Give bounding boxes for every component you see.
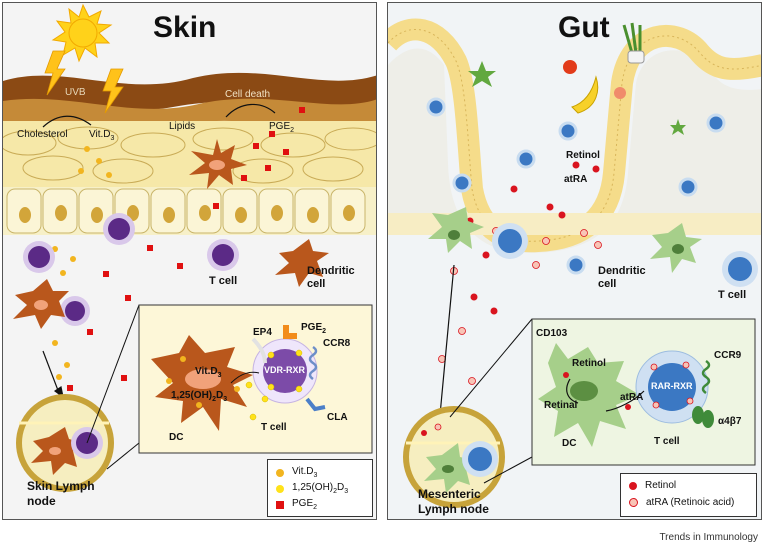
inset-calcitriol-dots [245,349,303,421]
uvb-bolt-icon [44,50,124,114]
lumen [388,48,761,253]
skin-dendritic-cells [13,239,329,329]
legend-square-icon [276,500,284,509]
skin-lymph-node-label: Skin Lymph node [27,479,95,508]
t-cell-label: T cell [209,275,238,287]
legend-item-retinol: Retinol [629,480,676,491]
tomato-icon [563,60,577,74]
ccr8-label: CCR8 [323,338,351,349]
retinal-label: Retinal [544,400,578,411]
pge2-squares [67,107,305,479]
vitd3-dots [44,146,112,380]
legend-item-pge2: PGE2 [276,498,317,511]
skin-t-cells [23,213,239,326]
legend-dot-icon [276,468,284,477]
inset-retinol-label: Retinol [572,358,606,369]
gut-inset-arrows [566,378,645,412]
inset-dendritic-cell [151,335,253,431]
cell-death-label: Cell death [225,89,271,100]
gut-t-cells-small [426,97,726,275]
brush-border [388,29,761,242]
a4b7-label: α4β7 [718,416,742,427]
gut-dendritic-cells [428,207,702,273]
legend-item-calcitriol: 1,25(OH)2D3 [276,482,348,495]
vegetables-icon [622,22,645,64]
vitd3-label: Vit.D3 [89,129,115,142]
skin-lymph-node [16,394,114,492]
inset-pge2-label: PGE2 [301,322,327,335]
ep4-label: EP4 [253,327,272,338]
legend-ring-icon [629,498,638,507]
ccr9-receptor [701,359,711,395]
inset-connector [106,442,140,470]
cholesterol-label: Cholesterol [17,129,68,140]
journal-credit: Trends in Immunology [659,532,758,543]
gut-atra-label: atRA [564,174,588,185]
inset-gut-dc [538,343,640,447]
inset-vitd3-dots [166,356,240,408]
cla-receptor [305,397,326,412]
inset-arrow [230,371,260,384]
mesenteric-lymph-node-label: Mesenteric Lymph node [418,487,489,516]
legend-dot-icon [276,484,284,493]
inset-dc-label: DC [169,432,184,443]
gut-illustration [388,18,761,508]
migration-arrow [42,350,64,399]
sun-icon [51,3,113,63]
resident-dendritic-cell [189,139,247,189]
inset-atra-label: atRA [620,392,644,403]
gut-inset-dc-label: DC [562,438,577,449]
skin-legend: Vit.D3 1,25(OH)2D3 PGE2 [267,459,373,517]
pge2-label: PGE2 [269,121,295,134]
gut-legend: Retinol atRA (Retinoic acid) [620,473,757,517]
cla-label: CLA [327,412,348,423]
apple-icon [614,87,626,99]
gut-migration-arrow [435,264,455,423]
conversion-arrows [42,103,276,128]
inset-atra-dots [650,361,694,409]
legend-dot-icon [629,481,637,490]
spinous-layer [3,121,376,189]
skin-panel: Skin UVB Cholesterol Vit.D3 Lipids Cell … [2,2,377,520]
gut-dendritic-cell-label: Dendritic cell [598,265,646,290]
microbe-icon [468,61,686,135]
skin-illustration [3,3,376,492]
gut-inset-connector [449,318,533,418]
rar-rxr-label: RAR-RXR [651,381,693,391]
legend-item-atra: atRA (Retinoic acid) [629,497,734,508]
a4b7-integrin-icon [692,406,714,428]
inset-retinol-dots [563,372,631,410]
dendritic-cell-label: Dendritic cell [307,265,355,290]
mesenteric-lymph-node [403,406,505,508]
calcitriol-label: 1,25(OH)2D3 [171,390,228,403]
gut-inset-connector [483,456,533,484]
gut-inset-t-cell-label: T cell [654,436,680,447]
uvb-label: UVB [65,87,86,98]
inset-t-cell-label: T cell [261,422,287,433]
ep4-receptor [251,337,267,364]
lamina-propria-edge [388,213,761,235]
gut-panel: Gut Retinol atRA Dendritic cell T cell M… [387,2,762,520]
inset-vitd3-label: Vit.D3 [195,366,222,379]
ccr8-receptor [308,345,318,381]
pge2-ligand-icon [283,325,297,339]
skin-title: Skin [153,11,217,44]
legend-item-vitd3: Vit.D3 [276,466,317,479]
gut-t-cell-label: T cell [718,289,747,301]
gut-retinol-label: Retinol [566,150,600,161]
gut-t-cells-large [492,223,758,287]
basal-cells [3,187,376,235]
vdr-rxr-label: VDR-RXR [264,365,306,375]
inset-connector [86,304,140,444]
banana-icon [571,75,599,114]
lipids-label: Lipids [169,121,196,132]
cd103-label: CD103 [536,328,568,339]
gut-title: Gut [558,11,610,44]
ccr9-label: CCR9 [714,350,742,361]
